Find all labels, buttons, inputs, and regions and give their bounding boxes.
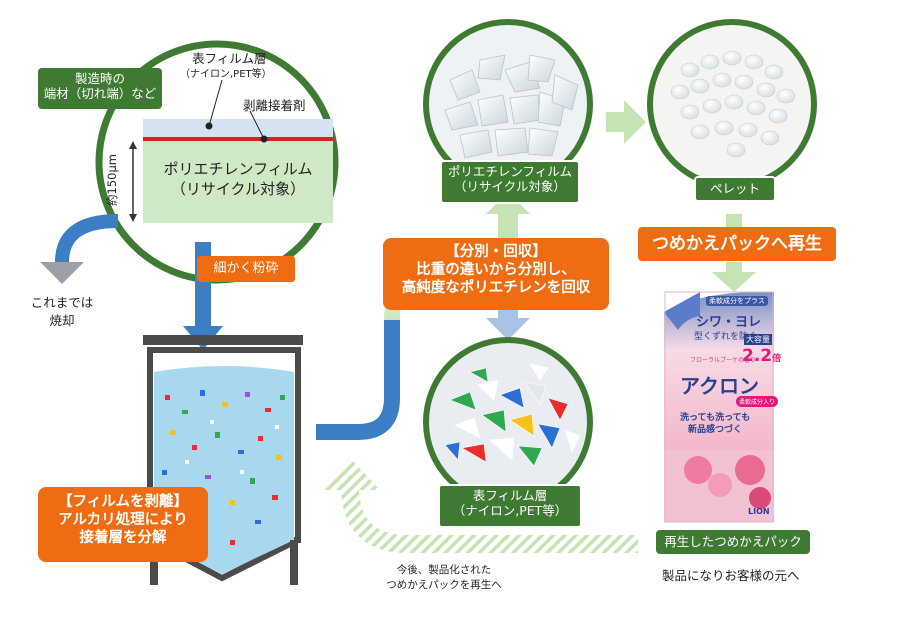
pe-film-label-line1: ポリエチレンフィルム (163, 160, 313, 178)
pack-size-unit: 倍 (772, 354, 782, 364)
future-note: 今後、製品化された つめかえパックを再生へ (364, 563, 524, 593)
incinerate-text: これまでは 焼却 (26, 294, 98, 330)
left-scrap-tag-line2: 端材（切れ端）など (43, 86, 157, 101)
incinerate-arrow (55, 214, 119, 263)
pack-top-text: 柔軟成分をプラス (706, 296, 768, 306)
pack-maker: LION (748, 507, 770, 516)
future-note-line2: つめかえパックを再生へ (386, 579, 502, 592)
pack-copy2: 新品感つづく (688, 425, 743, 435)
to-pellet-arrow (624, 100, 646, 144)
separate-box-line2: 比重の違いから分別し、 (416, 262, 576, 279)
surface-photo-label: 表フィルム層 （ナイロン,PET等） (438, 484, 582, 528)
incinerate-text-line1: これまでは (30, 295, 94, 310)
separate-box-line3: 高純度なポリエチレンを回収 (401, 280, 591, 297)
pack-size-value: 2.2倍 (742, 346, 781, 366)
surface-photo-label-line1: 表フィルム層 (472, 488, 548, 503)
pack-scent: フローラルブーケの香り (690, 357, 757, 364)
adhesive-label: 剥離接着剤 (243, 98, 306, 113)
peel-box: 【フィルムを剥離】 アルカリ処理により 接着層を分解 (38, 487, 208, 562)
refill-banner: つめかえパックへ再生 (638, 227, 836, 261)
surface-photo-label-line2: （ナイロン,PET等） (452, 503, 568, 518)
surface-flakes-photo (423, 337, 593, 507)
pack-size-label: 大容量 (744, 334, 772, 345)
down-arrow (486, 318, 530, 340)
surface-film-layer (143, 119, 333, 137)
product-caption: 製品になりお客様の元へ (662, 568, 800, 583)
peel-box-line1: 【フィルムを剥離】 (58, 494, 188, 510)
pack-softener: 柔軟成分入り (736, 396, 779, 407)
future-return-arrow (341, 485, 638, 553)
peel-box-line3: 接着層を分解 (79, 530, 167, 547)
pe-film-layer (143, 141, 333, 223)
pack-line1: シワ・ヨレ (696, 315, 762, 330)
to-package-arrow (712, 272, 756, 292)
pack-brand: アクロン (680, 374, 759, 398)
peel-box-line2: アルカリ処理により (58, 512, 188, 529)
pe-photo-label: ポリエチレンフィルム （リサイクル対象） (440, 160, 580, 204)
pe-film-label-line2: （リサイクル対象） (170, 179, 306, 198)
pack-size-number: 2.2 (742, 346, 773, 366)
thickness-label: 約150μm (105, 154, 119, 206)
separate-box-line1: 【分別・回収】 (445, 244, 547, 260)
separate-box: 【分別・回収】 比重の違いから分別し、 高純度なポリエチレンを回収 (383, 238, 609, 310)
left-scrap-tag: 製造時の 端材（切れ端）など (38, 68, 162, 109)
surface-layer-sublabel: （ナイロン,PET等） (180, 69, 272, 80)
refill-package (664, 291, 774, 523)
pellet-label: ペレット (694, 176, 776, 202)
pack-copy1: 洗っても洗っても (680, 413, 751, 423)
product-label: 再生したつめかえパック (656, 530, 810, 554)
pe-photo-label-line1: ポリエチレンフィルム (447, 164, 573, 179)
pe-film-label: ポリエチレンフィルム （リサイクル対象） (158, 160, 318, 199)
pack-line2: 型くずれを防ぐ (694, 332, 758, 342)
pe-photo-label-line2: （リサイクル対象） (454, 179, 566, 194)
incinerate-text-line2: 焼却 (49, 313, 75, 329)
left-scrap-tag-line1: 製造時の (74, 71, 125, 86)
crush-tag: 細かく粉砕 (197, 256, 295, 282)
future-note-line1: 今後、製品化された (396, 564, 492, 576)
adhesive-layer (143, 137, 333, 141)
tank-out-arrow (316, 320, 400, 440)
tank-flakes (162, 390, 285, 545)
surface-layer-label: 表フィルム層 (192, 51, 267, 66)
